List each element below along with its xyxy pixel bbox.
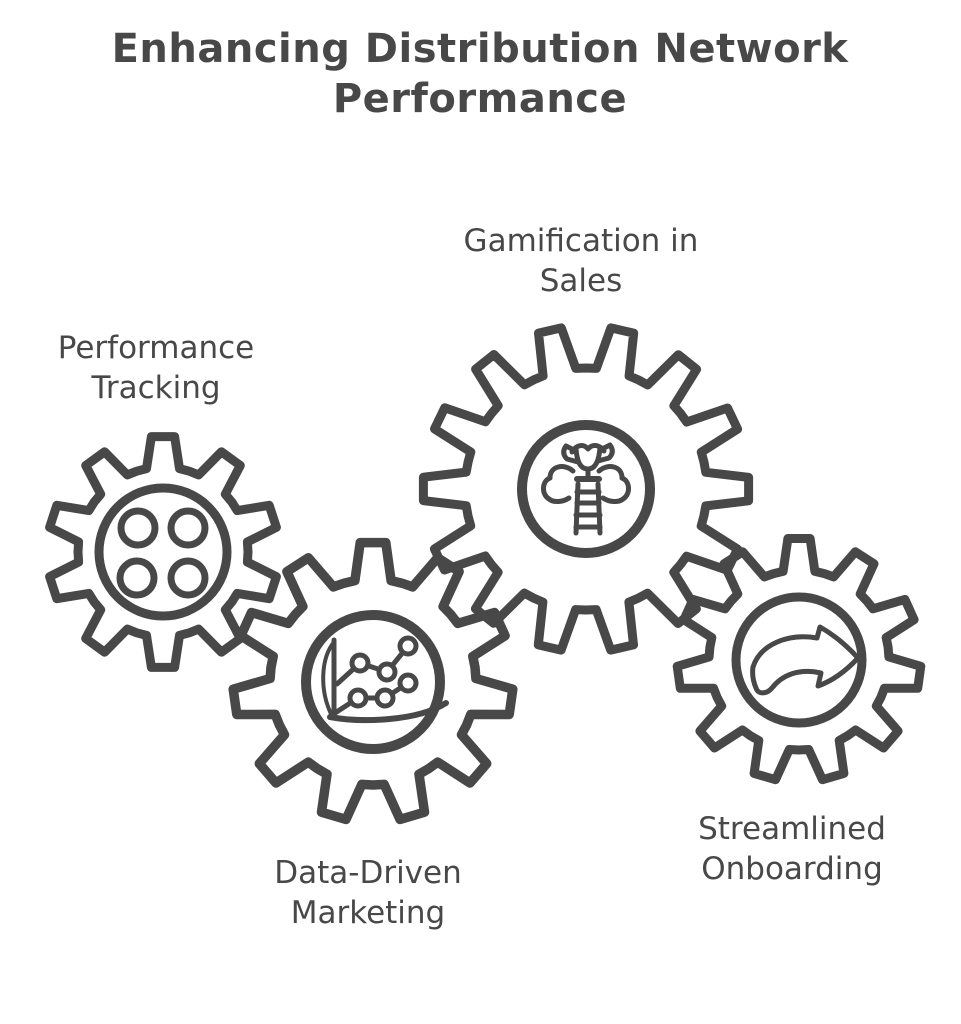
hub-circle — [167, 507, 209, 549]
trophy-ladder-icon — [517, 420, 655, 558]
arrow-outline — [750, 624, 861, 696]
growth-chart-icon — [301, 610, 449, 754]
chart-y-axis-curve — [321, 640, 336, 718]
chart-point — [347, 687, 369, 709]
gear-inner-ring — [301, 610, 445, 754]
gear-gamification-in-sales-body — [418, 323, 754, 655]
ladder-rungs — [573, 489, 603, 530]
trophy-handle-right — [595, 442, 615, 464]
cloud-left — [541, 464, 576, 504]
label-gamification-in-sales: Gamification in Sales — [463, 223, 699, 300]
chart-line-lower — [332, 680, 411, 716]
label-data-driven-marketing: Data-Driven Marketing — [274, 855, 462, 932]
hub-circle — [167, 557, 209, 599]
label-streamlined-onboarding: Streamlined Onboarding — [698, 811, 886, 888]
chart-point — [376, 661, 398, 683]
chart-point — [349, 652, 371, 674]
gear-inner-ring — [731, 592, 867, 728]
chart-line-upper — [334, 643, 411, 687]
gear-inner-ring — [517, 420, 655, 558]
curved-arrow-icon — [731, 592, 867, 728]
hub-circle — [117, 507, 159, 549]
label-performance-tracking: Performance Tracking — [57, 330, 255, 407]
four-circle-hub-icon — [94, 483, 232, 621]
trophy-rim — [569, 443, 607, 455]
diagram-title: Enhancing Distribution Network Performan… — [111, 26, 849, 122]
chart-point — [374, 687, 396, 709]
chart-point — [397, 672, 419, 694]
chart-x-axis — [327, 700, 449, 724]
gear-performance-tracking-body — [45, 432, 281, 672]
gear-inner-ring — [94, 483, 232, 621]
gear-streamlined-onboarding-body — [672, 534, 926, 785]
trophy-handle-left — [561, 443, 581, 465]
chart-point — [397, 635, 419, 657]
gear-data-driven-marketing-body — [228, 537, 518, 825]
hub-circle — [116, 557, 158, 599]
cloud-right — [596, 464, 631, 504]
